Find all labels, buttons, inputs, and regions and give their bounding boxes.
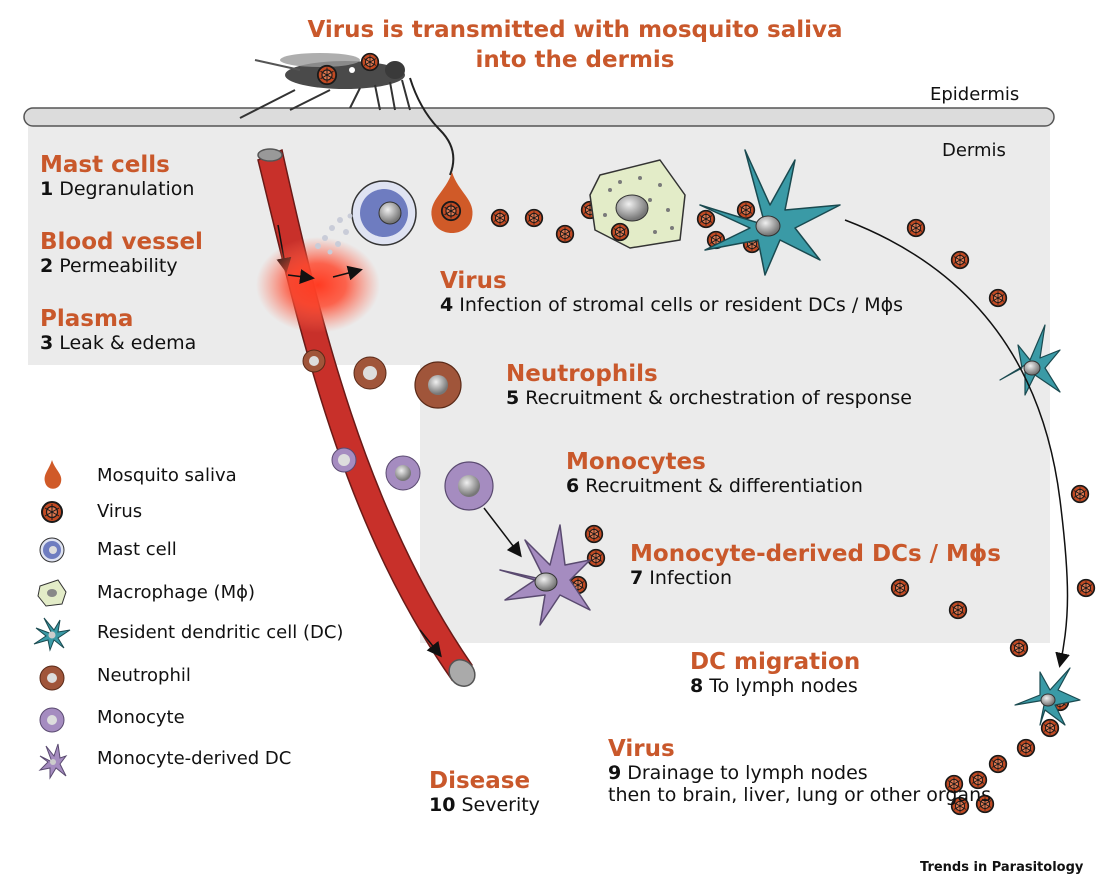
step-text: Leak & edema bbox=[59, 332, 197, 354]
step-heading: Monocytes bbox=[566, 449, 706, 475]
title-line-1: Virus is transmitted with mosquito saliv… bbox=[307, 17, 843, 43]
step-text: Infection of stromal cells or resident D… bbox=[459, 294, 904, 316]
step-number: 5 bbox=[506, 387, 520, 409]
step-text: Degranulation bbox=[59, 178, 195, 200]
monocyte-derived-dc bbox=[499, 524, 591, 626]
edema-glow bbox=[256, 237, 380, 333]
step-text: Drainage to lymph nodes bbox=[627, 762, 868, 784]
step-heading: Disease bbox=[429, 768, 531, 794]
step-number: 10 bbox=[429, 794, 456, 816]
step-number: 4 bbox=[440, 294, 454, 316]
step-heading: Mast cells bbox=[40, 152, 170, 178]
epidermis-layer bbox=[23, 107, 1055, 127]
resident-dc bbox=[699, 149, 841, 276]
legend-icons bbox=[33, 460, 71, 780]
title-line-2: into the dermis bbox=[475, 47, 675, 73]
lymph-node-dc bbox=[1014, 667, 1081, 726]
step-heading: Virus bbox=[440, 268, 507, 294]
step-heading: Virus bbox=[608, 736, 675, 762]
legend-label-monocyte-derived-dc: Monocyte-derived DC bbox=[97, 748, 292, 769]
legend-label-resident-dc: Resident dendritic cell (DC) bbox=[97, 622, 344, 643]
neutrophils bbox=[302, 349, 462, 409]
legend-label-virus: Virus bbox=[97, 501, 143, 522]
step-number: 9 bbox=[608, 762, 622, 784]
neutrophil-icon bbox=[39, 665, 65, 691]
step-number: 1 bbox=[40, 178, 54, 200]
dermis-label: Dermis bbox=[942, 140, 1006, 161]
step-text: Recruitment & differentiation bbox=[585, 475, 863, 497]
step-number: 8 bbox=[690, 675, 704, 697]
legend-label-monocyte: Monocyte bbox=[97, 707, 185, 728]
legend-label-macrophage: Macrophage (Mϕ) bbox=[97, 582, 256, 603]
mast-cell bbox=[315, 180, 417, 255]
step-number: 2 bbox=[40, 255, 54, 277]
step-heading: Blood vessel bbox=[40, 229, 203, 255]
step-heading: Neutrophils bbox=[506, 361, 658, 387]
epidermis-label: Epidermis bbox=[930, 84, 1020, 105]
mast-cell-icon bbox=[39, 537, 65, 563]
monocyte-icon bbox=[39, 707, 65, 733]
mosquito-saliva-icon bbox=[44, 460, 62, 489]
macrophage-icon bbox=[37, 579, 67, 607]
virus-icon bbox=[41, 501, 63, 523]
monocyte-derived-dc-icon bbox=[38, 743, 68, 780]
legend-label-mosquito-saliva: Mosquito saliva bbox=[97, 465, 237, 486]
step-text: Recruitment & orchestration of response bbox=[525, 387, 912, 409]
step-text: Infection bbox=[649, 567, 733, 589]
step-text: Severity bbox=[461, 794, 540, 816]
step-heading: Monocyte-derived DCs / Mϕs bbox=[630, 541, 1001, 567]
resident-dc-icon bbox=[33, 617, 71, 652]
step-heading: Plasma bbox=[40, 306, 134, 332]
legend-label-mast-cell: Mast cell bbox=[97, 539, 177, 560]
dc-migration-path bbox=[844, 219, 1070, 668]
step-number: 7 bbox=[630, 567, 644, 589]
legend-label-neutrophil: Neutrophil bbox=[97, 665, 191, 686]
monocytes bbox=[331, 447, 494, 511]
journal-credit: Trends in Parasitology bbox=[920, 860, 1084, 875]
step-number: 3 bbox=[40, 332, 54, 354]
step-text: To lymph nodes bbox=[709, 675, 858, 697]
figure-title: Virus is transmitted with mosquito saliv… bbox=[250, 15, 900, 75]
migrating-dc bbox=[999, 324, 1061, 396]
step-text-line-2: then to brain, liver, lung or other orga… bbox=[608, 784, 992, 806]
step-number: 6 bbox=[566, 475, 580, 497]
step-text: Permeability bbox=[59, 255, 178, 277]
step-heading: DC migration bbox=[690, 649, 861, 675]
